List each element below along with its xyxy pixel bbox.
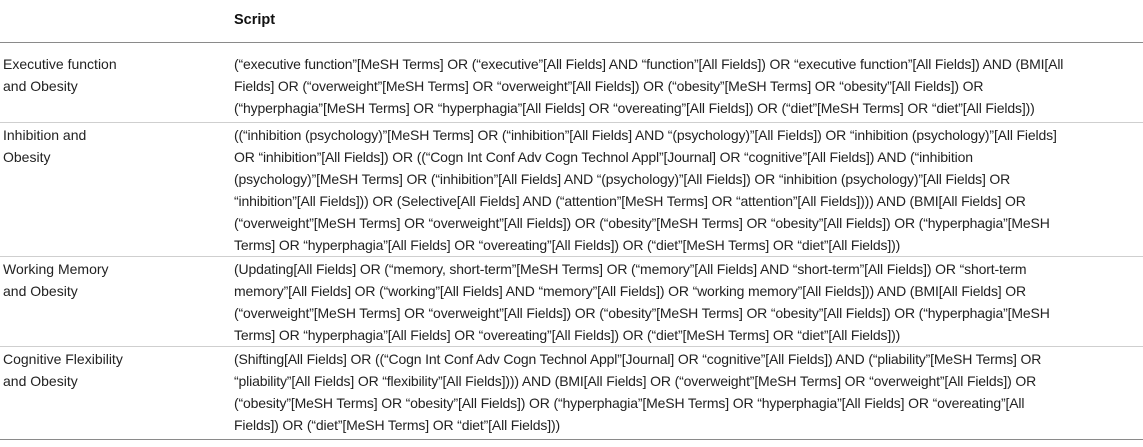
row-divider <box>0 346 1143 347</box>
script-line: (psychology)”[MeSH Terms] OR (“inhibitio… <box>234 171 1011 187</box>
script-line: Terms] OR “hyperphagia”[All Fields] OR “… <box>234 237 901 253</box>
script-line: OR “inhibition”[All Fields]) OR ((“Cogn … <box>234 149 973 165</box>
row-label-executive-function: Executive function and Obesity <box>3 53 218 97</box>
row-label-line: Executive function <box>3 56 117 72</box>
row-label-cognitive-flexibility: Cognitive Flexibility and Obesity <box>3 348 218 392</box>
row-label-line: and Obesity <box>3 373 78 389</box>
row-label-line: and Obesity <box>3 283 78 299</box>
script-line: (“overweight”[MeSH Terms] OR “overweight… <box>234 305 1050 321</box>
script-line: (“obesity”[MeSH Terms] OR “obesity”[All … <box>234 395 1025 411</box>
script-line: ((“inhibition (psychology)”[MeSH Terms] … <box>234 127 1057 143</box>
column-header-script: Script <box>234 12 276 28</box>
row-label-line: and Obesity <box>3 78 78 94</box>
row-label-inhibition: Inhibition and Obesity <box>3 124 218 168</box>
script-line: Fields]) OR (“diet”[MeSH Terms] OR “diet… <box>234 417 560 433</box>
row-label-line: Working Memory <box>3 261 109 277</box>
row-label-working-memory: Working Memory and Obesity <box>3 258 218 302</box>
script-line: Terms] OR “hyperphagia”[All Fields] OR “… <box>234 327 901 343</box>
script-line: (Updating[All Fields] OR (“memory, short… <box>234 261 1027 277</box>
row-divider <box>0 122 1143 123</box>
script-line: (Shifting[All Fields] OR ((“Cogn Int Con… <box>234 351 1042 367</box>
script-line: (“hyperphagia”[MeSH Terms] OR “hyperphag… <box>234 100 1035 116</box>
row-label-line: Obesity <box>3 149 51 165</box>
row-script-working-memory: (Updating[All Fields] OR (“memory, short… <box>234 258 1140 346</box>
row-label-line: Inhibition and <box>3 127 87 143</box>
row-script-executive-function: (“executive function”[MeSH Terms] OR (“e… <box>234 53 1140 119</box>
row-divider <box>0 256 1143 257</box>
script-line: “inhibition”[All Fields])) OR (Selective… <box>234 193 1026 209</box>
script-line: (“executive function”[MeSH Terms] OR (“e… <box>234 56 1064 72</box>
row-script-inhibition: ((“inhibition (psychology)”[MeSH Terms] … <box>234 124 1140 256</box>
row-label-line: Cognitive Flexibility <box>3 351 123 367</box>
table-header-rule <box>0 42 1143 43</box>
script-line: (“overweight”[MeSH Terms] OR “overweight… <box>234 215 1050 231</box>
row-script-cognitive-flexibility: (Shifting[All Fields] OR ((“Cogn Int Con… <box>234 348 1140 436</box>
script-line: Fields] OR (“overweight”[MeSH Terms] OR … <box>234 78 984 94</box>
script-line: memory”[All Fields] OR (“working”[All Fi… <box>234 283 1026 299</box>
script-line: “pliability”[All Fields] OR “flexibility… <box>234 373 1037 389</box>
table-bottom-rule <box>0 439 1143 440</box>
